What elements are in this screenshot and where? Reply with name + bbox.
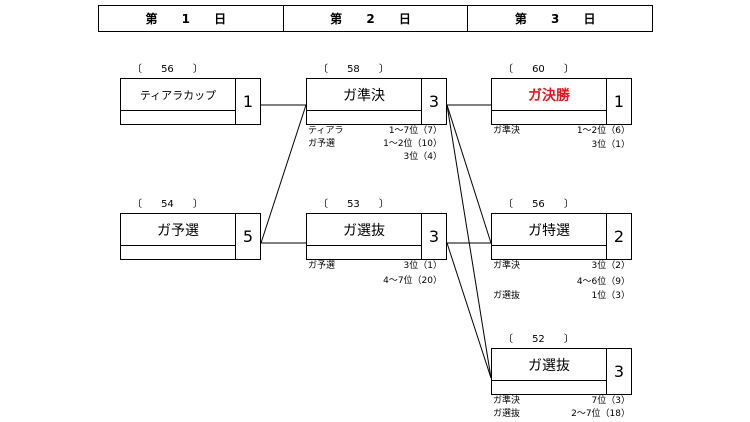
advance-note: 4～7位（20） [383,276,442,286]
day-header: 第 1 日 第 2 日 第 3 日 [98,5,653,32]
ga-tokusen-count: 〔 56 〕 [503,199,574,210]
advance-note: 3位（4） [403,152,442,162]
race-box-tiara-cup[interactable]: ティアラカップ 1 [120,78,261,125]
race-blank-row [121,246,236,259]
tiara-cup-count: 〔 56 〕 [132,64,203,75]
race-number: 3 [428,227,440,246]
ga-junketsu-count: 〔 58 〕 [318,64,389,75]
race-number: 3 [428,92,440,111]
race-name: ガ予選 [121,214,236,246]
line-senbatsu-to-senbatsu3 [446,242,492,379]
race-number: 3 [613,362,625,381]
line-junketsu-to-tokusen [446,104,492,244]
race-number: 5 [242,227,254,246]
race-name: ガ特選 [492,214,607,246]
race-name: ガ選抜 [307,214,422,246]
ga-kesshou-count: 〔 60 〕 [503,64,574,75]
line-junketsu-to-senbatsu3 [446,104,492,379]
race-blank-row [492,381,607,394]
ga-senbatsu-d2-count: 〔 53 〕 [318,199,389,210]
race-blank-row [492,246,607,259]
race-box-ga-junketsu[interactable]: ガ準決 3 [306,78,447,125]
advance-note: 4～6位（9） [576,277,630,287]
day-2-header: 第 2 日 [282,6,468,31]
day-1-header: 第 1 日 [145,12,237,26]
race-blank-row [492,111,607,124]
race-blank-row [121,111,236,124]
race-box-ga-senbatsu-day2[interactable]: ガ選抜 3 [306,213,447,260]
ga-senbatsu-d3-count: 〔 52 〕 [503,334,574,345]
race-name: ティアラカップ [121,79,236,111]
race-number: 1 [242,92,254,111]
race-box-ga-kesshou[interactable]: ガ決勝 1 [491,78,632,125]
race-name: ガ決勝 [492,79,607,111]
race-name: ガ準決 [307,79,422,111]
race-box-ga-yosen[interactable]: ガ予選 5 [120,213,261,260]
race-number: 1 [613,92,625,111]
ga-yosen-count: 〔 54 〕 [132,199,203,210]
race-name: ガ選抜 [492,349,607,381]
race-blank-row [307,246,422,259]
race-box-ga-tokusen[interactable]: ガ特選 2 [491,213,632,260]
line-yosen-to-junketsu [260,104,307,244]
race-number: 2 [613,227,625,246]
advance-note: 3位（1） [591,140,630,150]
day-3-header: 第 3 日 [467,6,652,31]
race-blank-row [307,111,422,124]
race-box-ga-senbatsu-day3[interactable]: ガ選抜 3 [491,348,632,395]
